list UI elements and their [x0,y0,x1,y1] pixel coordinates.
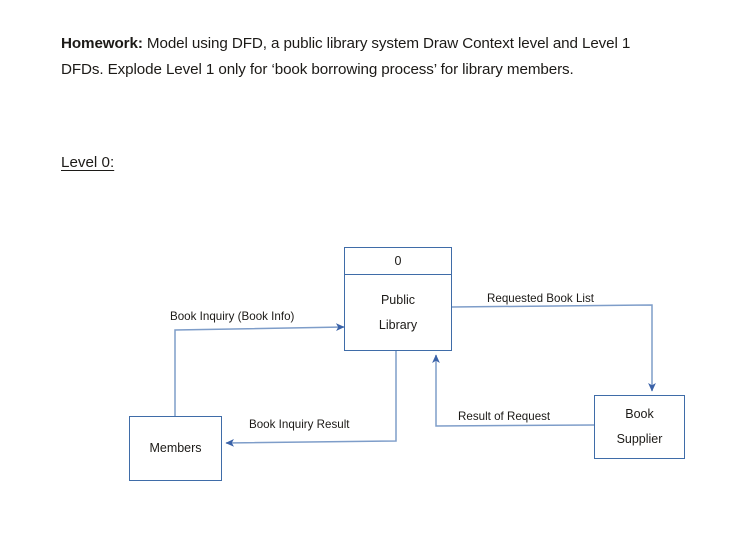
flow-label-book-inquiry-result: Book Inquiry Result [249,418,350,431]
flow-line-requested-book-list [451,304,656,392]
level-0-heading: Level 0: [61,154,115,171]
process-name: Public Library [345,275,451,350]
entity-members-label: Members [149,441,202,455]
entity-book-supplier[interactable]: Book Supplier [594,395,685,459]
process-public-library[interactable]: 0 Public Library [344,247,452,351]
entity-members[interactable]: Members [129,416,222,481]
homework-prompt: Homework: Model using DFD, a public libr… [61,31,661,83]
homework-label: Homework: [61,35,143,52]
flow-line-book-inquiry-result [225,351,397,447]
flow-label-result-of-request: Result of Request [458,410,551,423]
flow-label-requested-book-list: Requested Book List [487,292,594,305]
entity-supplier-line2: Supplier [616,432,663,446]
process-name-line1: Public [380,292,416,307]
homework-body: Model using DFD, a public library system… [61,35,631,78]
flow-label-book-inquiry: Book Inquiry (Book Info) [170,310,295,323]
process-id: 0 [345,248,451,275]
entity-supplier-line1: Book [625,407,654,421]
flow-line-book-inquiry [174,323,345,416]
process-name-line2: Library [378,317,418,332]
flow-line-result-of-request [432,354,595,427]
